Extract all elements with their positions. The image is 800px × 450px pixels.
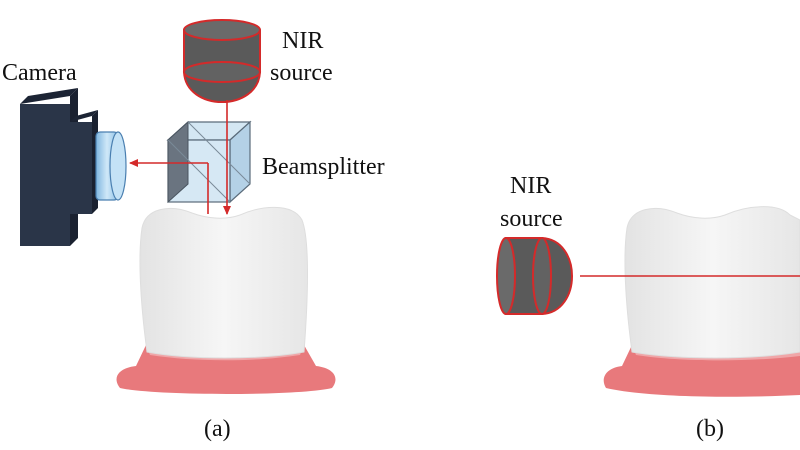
caption-b: (b) bbox=[696, 416, 724, 442]
tooth-a bbox=[139, 206, 308, 359]
caption-a: (a) bbox=[204, 416, 231, 442]
beamsplitter-cube bbox=[166, 120, 252, 204]
nir-source-b bbox=[496, 236, 573, 316]
tooth-b bbox=[624, 206, 800, 359]
panel-b: NIR source (b) bbox=[496, 173, 800, 442]
camera bbox=[20, 88, 127, 246]
camera-label: Camera bbox=[2, 60, 77, 86]
beams-a bbox=[129, 100, 231, 215]
panel-a: Camera NIR source Beamsplitter (a) bbox=[2, 19, 385, 442]
nir-source-a-label-line2: source bbox=[270, 60, 333, 86]
nir-source-b-label-line2: source bbox=[500, 206, 563, 232]
nir-source-a bbox=[182, 19, 262, 103]
nir-source-a-label-line1: NIR bbox=[282, 28, 323, 54]
beamsplitter-label: Beamsplitter bbox=[262, 154, 385, 180]
camera-lens bbox=[95, 131, 127, 201]
nir-source-b-label-line1: NIR bbox=[510, 173, 551, 199]
